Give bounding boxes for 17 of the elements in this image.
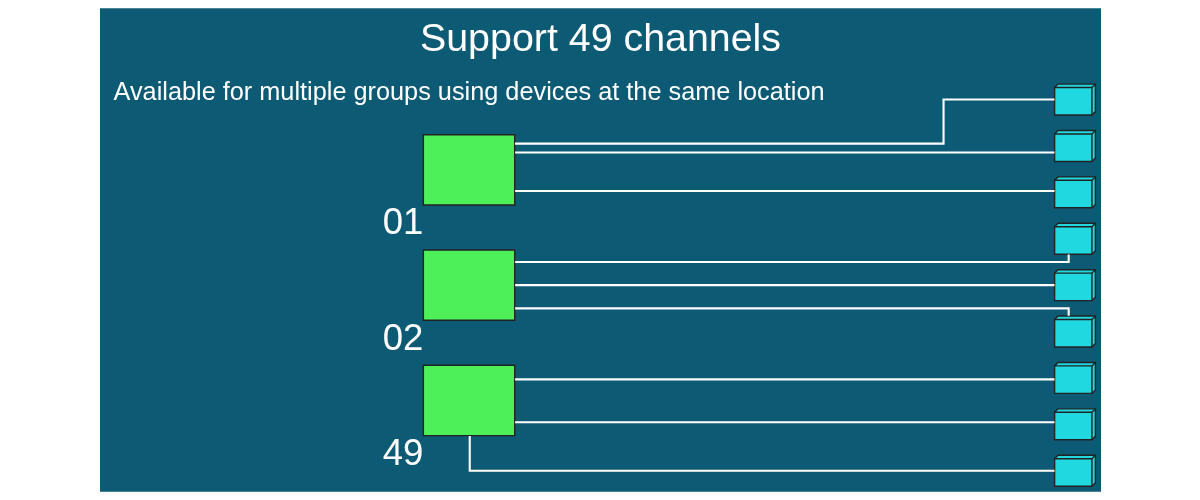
connector xyxy=(514,189,1054,192)
diagram-title: Support 49 channels xyxy=(419,14,781,59)
node-box xyxy=(422,134,515,206)
connector xyxy=(514,151,1054,154)
connector xyxy=(514,98,1054,145)
connector xyxy=(514,421,1054,424)
node-label: 02 xyxy=(382,316,423,358)
connector xyxy=(514,378,1054,381)
node-label: 01 xyxy=(382,201,423,243)
connector xyxy=(514,284,1054,287)
connector xyxy=(468,436,1054,472)
node-box xyxy=(422,249,515,321)
connector xyxy=(514,254,1070,263)
node-box xyxy=(422,364,515,437)
node-label: 49 xyxy=(382,431,423,473)
label: Available for multiple groups using devices at the same location xyxy=(113,77,825,106)
connector xyxy=(514,307,1070,316)
